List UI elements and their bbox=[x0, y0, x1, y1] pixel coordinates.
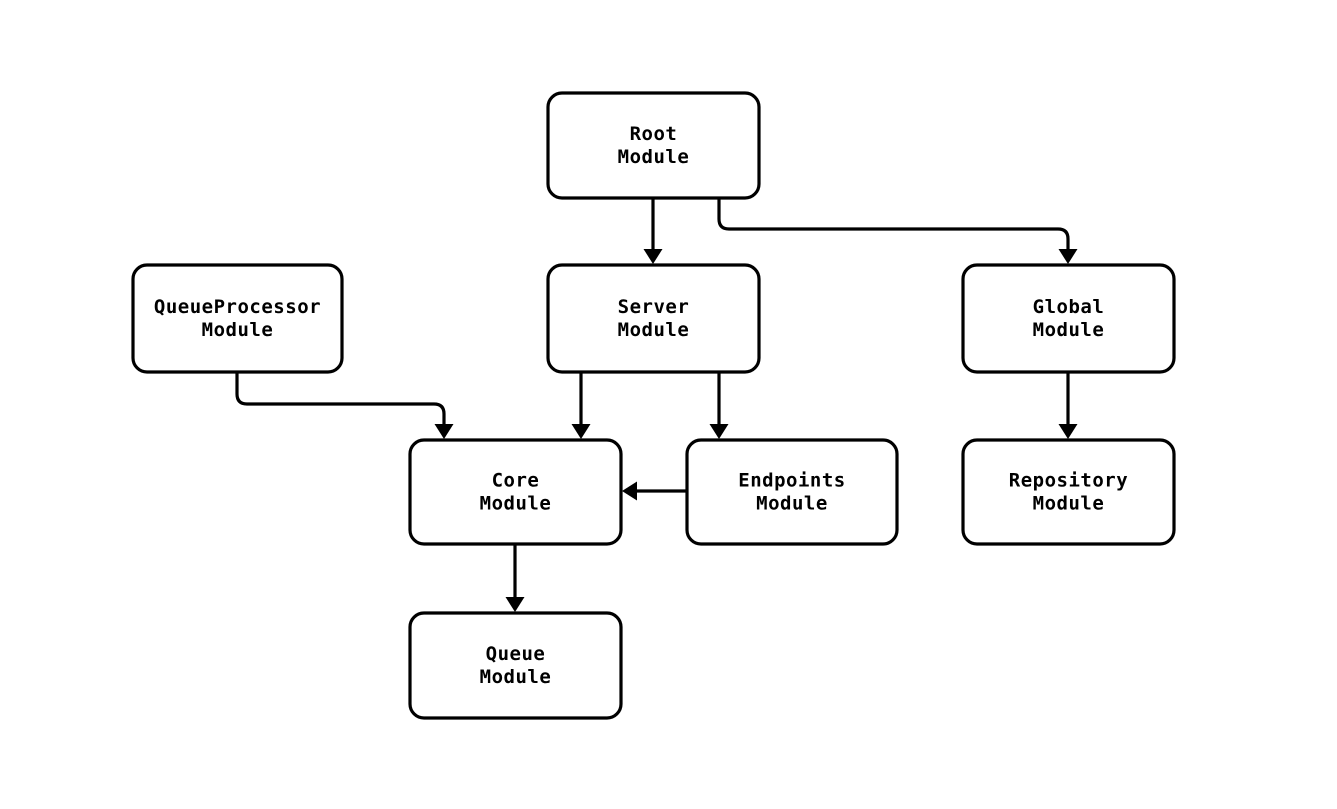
edge-line bbox=[235, 372, 446, 425]
node-label-line1: Core bbox=[492, 470, 540, 492]
arrowhead-icon bbox=[643, 249, 663, 264]
edge-line bbox=[717, 198, 1070, 250]
node-label-line2: Module bbox=[618, 319, 690, 341]
node-box[interactable] bbox=[131, 263, 344, 374]
node-label-line2: Module bbox=[202, 319, 274, 341]
edge-global-to-repository bbox=[1058, 372, 1078, 439]
arrowhead-icon bbox=[1058, 249, 1078, 264]
node-label-line2: Module bbox=[1033, 493, 1105, 515]
node-box[interactable] bbox=[546, 263, 761, 374]
edge-root-to-server bbox=[643, 198, 663, 264]
node-box[interactable] bbox=[408, 611, 623, 720]
arrowhead-icon bbox=[571, 424, 591, 439]
arrowhead-icon bbox=[622, 481, 637, 501]
arrowhead-icon bbox=[709, 424, 729, 439]
node-label-line2: Module bbox=[618, 146, 690, 168]
edge-server-to-core bbox=[571, 372, 591, 439]
node-label-line1: Queue bbox=[486, 643, 546, 665]
edge-root-to-global bbox=[717, 198, 1078, 264]
node-label-line2: Module bbox=[756, 493, 828, 515]
node-label-line1: QueueProcessor bbox=[154, 296, 321, 318]
arrowhead-icon bbox=[505, 597, 525, 612]
node-box[interactable] bbox=[546, 91, 761, 200]
node-box[interactable] bbox=[408, 438, 623, 546]
edge-queueprocessor-to-core bbox=[235, 372, 454, 439]
edge-endpoints-to-core bbox=[622, 481, 687, 501]
node-label-line2: Module bbox=[480, 493, 552, 515]
node-box[interactable] bbox=[961, 263, 1176, 374]
arrowhead-icon bbox=[434, 424, 454, 439]
node-box[interactable] bbox=[685, 438, 899, 546]
node-label-line1: Global bbox=[1033, 296, 1105, 318]
arrowhead-icon bbox=[1058, 424, 1078, 439]
node-label-line2: Module bbox=[1033, 319, 1105, 341]
nodes-layer: RootModuleQueueProcessorModuleServerModu… bbox=[131, 91, 1176, 720]
node-label-line1: Root bbox=[630, 123, 678, 145]
edge-core-to-queue bbox=[505, 544, 525, 612]
node-label-line1: Repository bbox=[1009, 470, 1128, 492]
node-box[interactable] bbox=[961, 438, 1176, 546]
node-label-line1: Server bbox=[618, 296, 690, 318]
edge-server-to-endpoints bbox=[709, 372, 729, 439]
edges-layer bbox=[235, 198, 1078, 612]
node-label-line2: Module bbox=[480, 666, 552, 688]
node-label-line1: Endpoints bbox=[738, 470, 845, 492]
